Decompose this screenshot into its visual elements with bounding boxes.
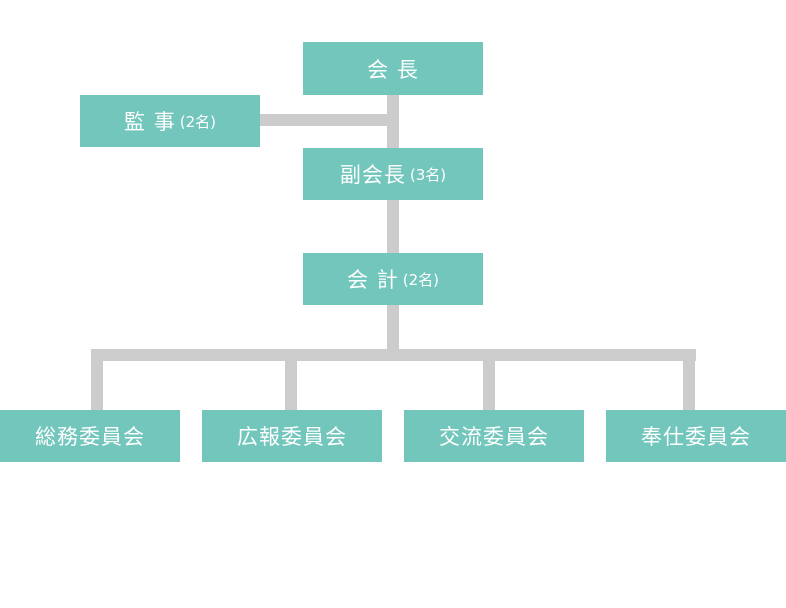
- vice-president-box: 副会長 (3名): [303, 148, 483, 200]
- committee-service-box: 奉仕委員会: [606, 410, 786, 462]
- committee-exchange-box: 交流委員会: [404, 410, 584, 462]
- president-box: 会 長: [303, 42, 483, 95]
- connector-committee-1: [91, 349, 103, 411]
- treasurer-count: (2名): [402, 270, 439, 289]
- connector-committee-3: [483, 349, 495, 411]
- committee-general-affairs-box: 総務委員会: [0, 410, 180, 462]
- auditor-box: 監 事 (2名): [80, 95, 260, 147]
- connector-committee-2: [285, 349, 297, 411]
- connector-committees-horizontal: [91, 349, 696, 361]
- vice-president-label: 副会長: [339, 163, 406, 187]
- president-label: 会 長: [367, 57, 419, 82]
- auditor-label: 監 事: [124, 110, 176, 134]
- vice-president-count: (3名): [409, 165, 447, 184]
- connector-committee-4: [683, 349, 695, 411]
- treasurer-label: 会 計: [347, 268, 399, 292]
- committee-label: 総務委員会: [35, 425, 145, 449]
- committee-public-relations-box: 広報委員会: [202, 410, 382, 462]
- connector-main-vertical: [387, 94, 399, 356]
- connector-auditor: [259, 114, 393, 126]
- auditor-count: (2名): [179, 112, 216, 131]
- committee-label: 広報委員会: [237, 425, 347, 449]
- committee-label: 奉仕委員会: [641, 425, 751, 449]
- treasurer-box: 会 計 (2名): [303, 253, 483, 305]
- committee-label: 交流委員会: [439, 425, 549, 449]
